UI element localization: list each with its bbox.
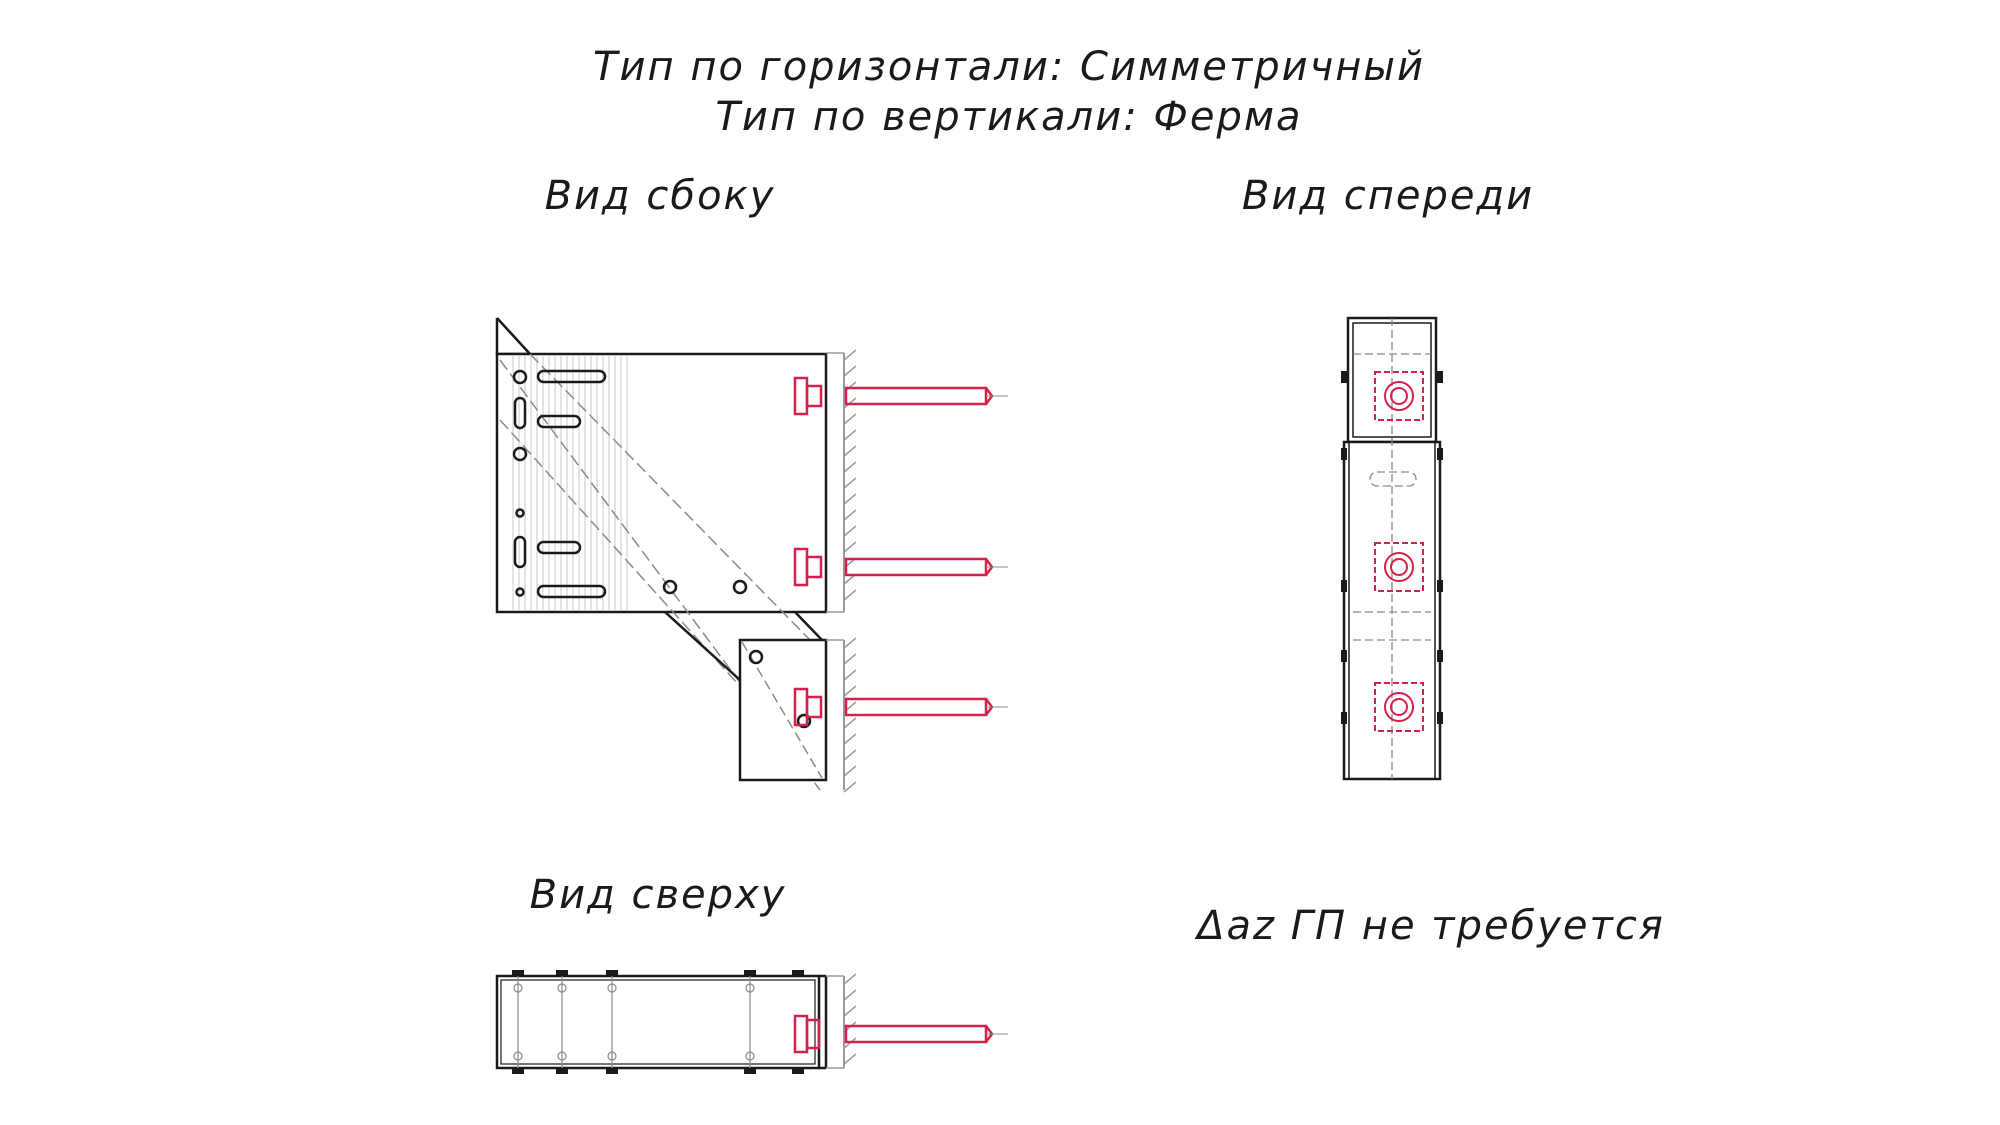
top-body	[495, 974, 821, 1070]
slot-vertical	[513, 535, 527, 569]
front-anchors	[1374, 371, 1424, 732]
vertical-type-label: Тип по вертикали: Ферма	[715, 94, 1303, 140]
hole	[512, 369, 528, 385]
front-view	[1341, 316, 1443, 781]
anchor-bottom	[793, 687, 1008, 727]
side-view	[495, 317, 1008, 793]
front-side-bolts	[1341, 371, 1443, 724]
hole	[662, 579, 678, 595]
front-anchor-middle	[1374, 542, 1424, 592]
top-view	[495, 970, 1008, 1074]
side-view-title: Вид сбоку	[544, 173, 776, 219]
top-view-title: Вид сверху	[529, 872, 787, 918]
horizontal-type-label: Тип по горизонтали: Симметричный	[593, 44, 1425, 90]
hole	[796, 713, 812, 729]
slot	[536, 414, 582, 429]
gusset-top-edge	[496, 317, 531, 355]
side-anchors	[793, 376, 1008, 727]
top-body-inner	[500, 979, 816, 1065]
top-view-bolts	[512, 970, 804, 1074]
slot	[536, 540, 582, 555]
plate-hatch	[510, 356, 630, 610]
front-anchor-bottom	[1374, 682, 1424, 732]
side-wall	[826, 349, 857, 793]
top-view-holes	[513, 976, 755, 1068]
hole	[515, 587, 525, 597]
anchor-top	[793, 376, 1008, 416]
slot-vertical	[513, 396, 527, 430]
hole	[512, 446, 528, 462]
slot	[536, 369, 607, 384]
hole	[515, 508, 525, 518]
lower-bracket-dash	[741, 641, 823, 779]
gp-note: Δaz ГП не требуется	[1197, 903, 1665, 949]
brace-dash-3	[529, 353, 811, 641]
gusset-bottom-edge-2	[794, 611, 823, 641]
slot	[536, 584, 607, 599]
hole	[732, 579, 748, 595]
top-wall	[826, 973, 857, 1069]
front-view-title: Вид спереди	[1241, 173, 1535, 219]
anchor-middle	[793, 547, 1008, 587]
plate-holes	[512, 369, 812, 729]
gusset-bottom-edge	[664, 611, 741, 681]
top-anchor	[793, 1014, 1008, 1054]
front-anchor-top	[1374, 371, 1424, 421]
hole	[748, 649, 764, 665]
